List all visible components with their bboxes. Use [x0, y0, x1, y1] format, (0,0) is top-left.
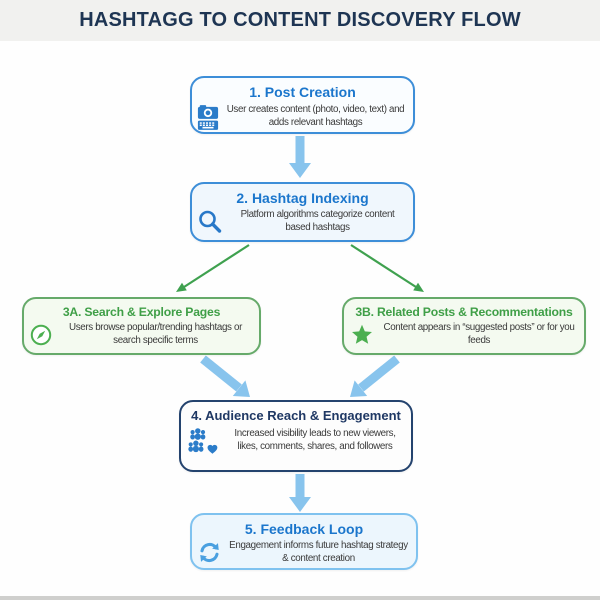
- audience-heart-icon: [186, 426, 220, 456]
- arrow-indexing-to-search: [176, 244, 250, 292]
- node-feedback-loop: 5. Feedback Loop Engagement informs futu…: [190, 513, 418, 570]
- node-audience-reach-title: 4. Audience Reach & Engagement: [191, 408, 401, 423]
- compass-icon: [29, 323, 53, 347]
- arrow-indexing-to-related: [350, 244, 424, 292]
- node-post-creation: 1. Post Creation: [190, 76, 415, 134]
- arrow-post-to-indexing: [289, 136, 311, 178]
- node-audience-reach: 4. Audience Reach & Engagement Increased…: [179, 400, 413, 472]
- node-hashtag-indexing: 2. Hashtag Indexing Platform algorithms …: [190, 182, 415, 242]
- refresh-icon: [197, 540, 222, 565]
- node-related-posts-title: 3B. Related Posts & Recommentations: [355, 305, 573, 319]
- node-search-explore: 3A. Search & Explore Pages Users browse …: [22, 297, 261, 355]
- node-hashtag-indexing-title: 2. Hashtag Indexing: [236, 190, 369, 206]
- star-icon: [349, 322, 375, 348]
- node-related-posts: 3B. Related Posts & Recommentations Cont…: [342, 297, 586, 355]
- node-feedback-loop-title: 5. Feedback Loop: [244, 521, 364, 537]
- node-audience-reach-description: Increased visibility leads to new viewer…: [234, 428, 396, 452]
- bottom-border-strip: [0, 596, 600, 600]
- page-title: HASHTAGG TO CONTENT DISCOVERY FLOW: [79, 9, 521, 31]
- node-search-explore-description: Users browse popular/trending hashtags o…: [69, 322, 242, 346]
- node-hashtag-indexing-description: Platform algorithms categorize content b…: [240, 209, 395, 233]
- arrow-audience-to-feedback: [289, 474, 311, 512]
- node-post-creation-title: 1. Post Creation: [249, 84, 356, 100]
- node-feedback-loop-description: Engagement informs future hashtag strate…: [229, 540, 408, 564]
- node-post-creation-description: User creates content (photo, video, text…: [226, 104, 405, 128]
- arrow-related-to-audience: [350, 355, 400, 397]
- node-search-explore-title: 3A. Search & Explore Pages: [62, 305, 221, 319]
- arrow-search-to-audience: [200, 355, 250, 397]
- magnifier-icon: [197, 209, 223, 235]
- camera-keyboard-icon: [197, 103, 219, 131]
- header-band: HASHTAGG TO CONTENT DISCOVERY FLOW: [0, 0, 600, 41]
- node-related-posts-description: Content appears in “suggested posts” or …: [383, 322, 575, 346]
